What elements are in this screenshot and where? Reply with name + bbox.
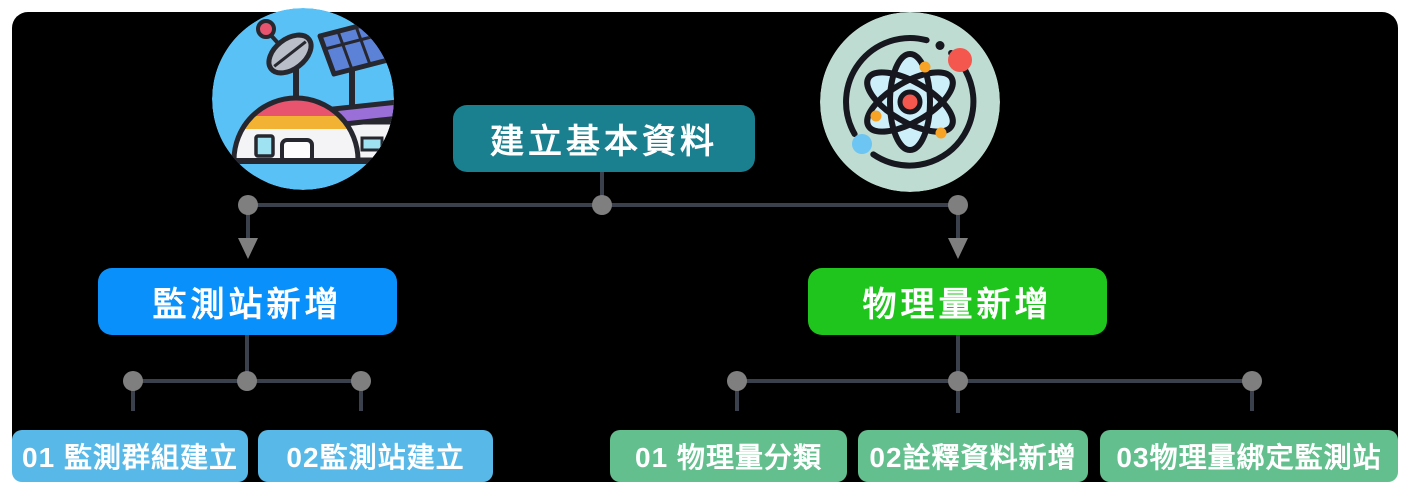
- node-step-02-create-monitoring-station: 02監測站建立: [258, 430, 493, 482]
- node-step-02-add-metadata: 02詮釋資料新增: [858, 430, 1088, 482]
- node-step-03-bind-physical-quantity-to-station: 03物理量綁定監測站: [1100, 430, 1398, 482]
- node-create-basic-data: 建立基本資料: [453, 105, 755, 172]
- node-add-monitoring-station: 監測站新增: [98, 268, 397, 335]
- atom-icon: [820, 12, 1000, 192]
- node-add-physical-quantity: 物理量新增: [808, 268, 1107, 335]
- node-step-01-create-monitoring-group: 01 監測群組建立: [12, 430, 248, 482]
- monitoring-station-icon: [212, 8, 394, 190]
- node-step-01-physical-quantity-category: 01 物理量分類: [610, 430, 847, 482]
- orbit-arcs: [843, 35, 977, 169]
